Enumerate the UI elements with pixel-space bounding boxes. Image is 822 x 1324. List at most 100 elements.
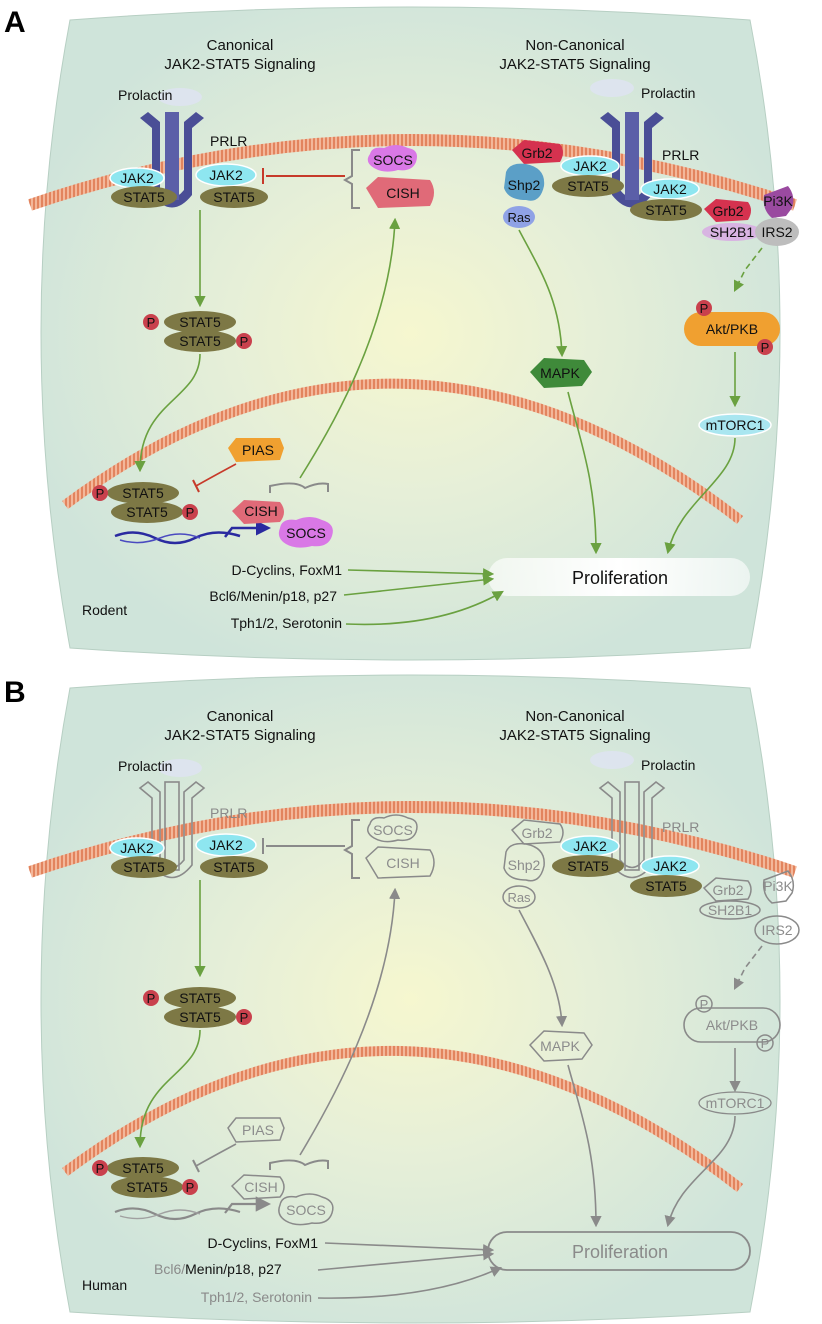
prolactin-ligand-shape-noncanonical <box>590 79 634 97</box>
svg-text:mTORC1: mTORC1 <box>706 1095 765 1111</box>
cish-nuclear: CISH <box>232 500 284 524</box>
arrow-mapk-to-proliferation <box>567 391 602 555</box>
svg-text:STAT5: STAT5 <box>179 990 221 1006</box>
target-bcl6-b: Bcl6/Menin/p18, p27 <box>154 1261 282 1277</box>
svg-text:STAT5: STAT5 <box>123 859 165 875</box>
svg-text:P: P <box>240 1010 249 1025</box>
cish-top-b: CISH <box>365 846 435 879</box>
mapk: MAPK <box>530 358 592 388</box>
svg-text:JAK2: JAK2 <box>653 858 687 874</box>
svg-text:JAK2: JAK2 <box>573 158 607 174</box>
socs-nuclear-b: SOCS <box>278 1193 334 1226</box>
svg-text:Ras: Ras <box>507 210 531 225</box>
mtorc1: mTORC1 <box>698 413 772 437</box>
cish-nuclear-b: CISH <box>230 1174 285 1200</box>
noncanonical-title-line2: JAK2-STAT5 Signaling <box>499 56 650 73</box>
svg-text:STAT5: STAT5 <box>179 314 221 330</box>
svg-text:IRS2: IRS2 <box>761 224 792 240</box>
svg-text:JAK2: JAK2 <box>209 837 243 853</box>
arrow-ras-to-mapk-b <box>518 909 568 1028</box>
panel-letter-b: B <box>4 676 26 709</box>
jak2-noncanonical-left-b: JAK2 <box>560 835 620 857</box>
socs-cish-bracket-b <box>342 819 360 879</box>
svg-text:STAT5: STAT5 <box>213 189 255 205</box>
stat5-right-b: STAT5 <box>200 856 268 878</box>
nuclear-bracket-b <box>269 1159 329 1170</box>
prolactin-label-noncanonical: Prolactin <box>641 85 695 101</box>
nuclear-membrane <box>62 378 744 524</box>
svg-text:SH2B1: SH2B1 <box>708 902 753 918</box>
jak2-left-b: JAK2 <box>109 837 165 859</box>
prolactin-label-noncanonical-b: Prolactin <box>641 757 695 773</box>
ras-b: Ras <box>502 885 536 909</box>
stat5-dimer-nucleus-b: STAT5 STAT5 P P <box>92 1157 198 1198</box>
svg-text:JAK2: JAK2 <box>120 170 154 186</box>
nuclear-membrane-b <box>62 1045 744 1192</box>
svg-text:SOCS: SOCS <box>286 525 326 541</box>
dna-strand-b <box>114 1196 272 1221</box>
prolactin-ligand-shape <box>158 88 202 106</box>
svg-text:Proliferation: Proliferation <box>572 568 668 588</box>
svg-text:P: P <box>240 334 249 349</box>
svg-text:JAK2: JAK2 <box>573 838 607 854</box>
svg-text:P: P <box>700 301 709 316</box>
species-rodent: Rodent <box>82 602 127 618</box>
svg-text:SH2B1: SH2B1 <box>710 224 755 240</box>
svg-text:IRS2: IRS2 <box>761 922 792 938</box>
svg-text:CISH: CISH <box>386 855 419 871</box>
target-tph12: Tph1/2, Serotonin <box>231 615 342 631</box>
svg-text:Akt/PKB: Akt/PKB <box>706 1017 758 1033</box>
svg-text:Ras: Ras <box>507 890 531 905</box>
stat5-noncanonical-left-b: STAT5 <box>552 855 624 877</box>
svg-text:CISH: CISH <box>386 185 419 201</box>
irs2: IRS2 <box>755 218 799 246</box>
prlr-label-noncanonical-b: PRLR <box>662 819 699 835</box>
svg-text:Pi3K: Pi3K <box>763 193 793 209</box>
jak2-noncanonical-right-b: JAK2 <box>640 855 700 877</box>
arrow-mtorc1-to-proliferation-b <box>664 1115 736 1228</box>
svg-text:Grb2: Grb2 <box>712 203 743 219</box>
arrow-to-socs-cish <box>299 217 401 479</box>
svg-text:P: P <box>186 505 195 520</box>
svg-text:STAT5: STAT5 <box>126 1179 168 1195</box>
grb2-right-b: Grb2 <box>702 877 752 902</box>
canonical-title-line1: Canonical <box>207 37 274 54</box>
jak2-noncanonical-right: JAK2 <box>640 178 700 200</box>
stat5-dimer-cytoplasm: STAT5 STAT5 P P <box>143 311 252 352</box>
jak2-noncanonical-left: JAK2 <box>560 155 620 177</box>
proliferation-box: Proliferation <box>488 558 750 596</box>
prlr-label-b: PRLR <box>210 805 247 821</box>
sh2b1-b: SH2B1 <box>699 900 761 920</box>
svg-text:Shp2: Shp2 <box>508 177 541 193</box>
mtorc1-b: mTORC1 <box>698 1091 772 1115</box>
arrow-to-socs-cish-b <box>299 887 401 1156</box>
pias-inhibition-line <box>195 463 237 487</box>
stat5-noncanonical-left: STAT5 <box>552 175 624 197</box>
svg-text:STAT5: STAT5 <box>179 333 221 349</box>
svg-text:SOCS: SOCS <box>373 152 413 168</box>
jak2-left: JAK2 <box>109 167 165 189</box>
canonical-title-b-line2: JAK2-STAT5 Signaling <box>164 727 315 744</box>
stat5-dimer-cytoplasm-b: STAT5 STAT5 P P <box>143 987 252 1028</box>
target-bcl6: Bcl6/Menin/p18, p27 <box>209 588 337 604</box>
pias-inhibition-line-b <box>195 1143 237 1167</box>
svg-text:P: P <box>147 991 156 1006</box>
svg-text:STAT5: STAT5 <box>567 178 609 194</box>
ras: Ras <box>503 206 535 228</box>
sh2b1: SH2B1 <box>702 223 762 241</box>
pi3k-b: Pi3K <box>762 870 795 904</box>
svg-text:P: P <box>96 1161 105 1176</box>
arrow-dcyclins-b <box>324 1242 495 1256</box>
svg-text:Pi3K: Pi3K <box>763 878 793 894</box>
stat5-noncanonical-right-b: STAT5 <box>630 875 702 897</box>
svg-text:JAK2: JAK2 <box>209 167 243 183</box>
arrow-irs2-to-akt-b <box>733 945 763 991</box>
arrow-bcl6 <box>343 574 495 596</box>
prlr-label: PRLR <box>210 133 247 149</box>
svg-text:P: P <box>96 486 105 501</box>
arrow-mapk-to-proliferation-b <box>567 1064 602 1228</box>
svg-text:mTORC1: mTORC1 <box>706 417 765 433</box>
arrow-irs2-to-akt <box>733 247 763 293</box>
arrow-tph12-b <box>317 1266 503 1299</box>
